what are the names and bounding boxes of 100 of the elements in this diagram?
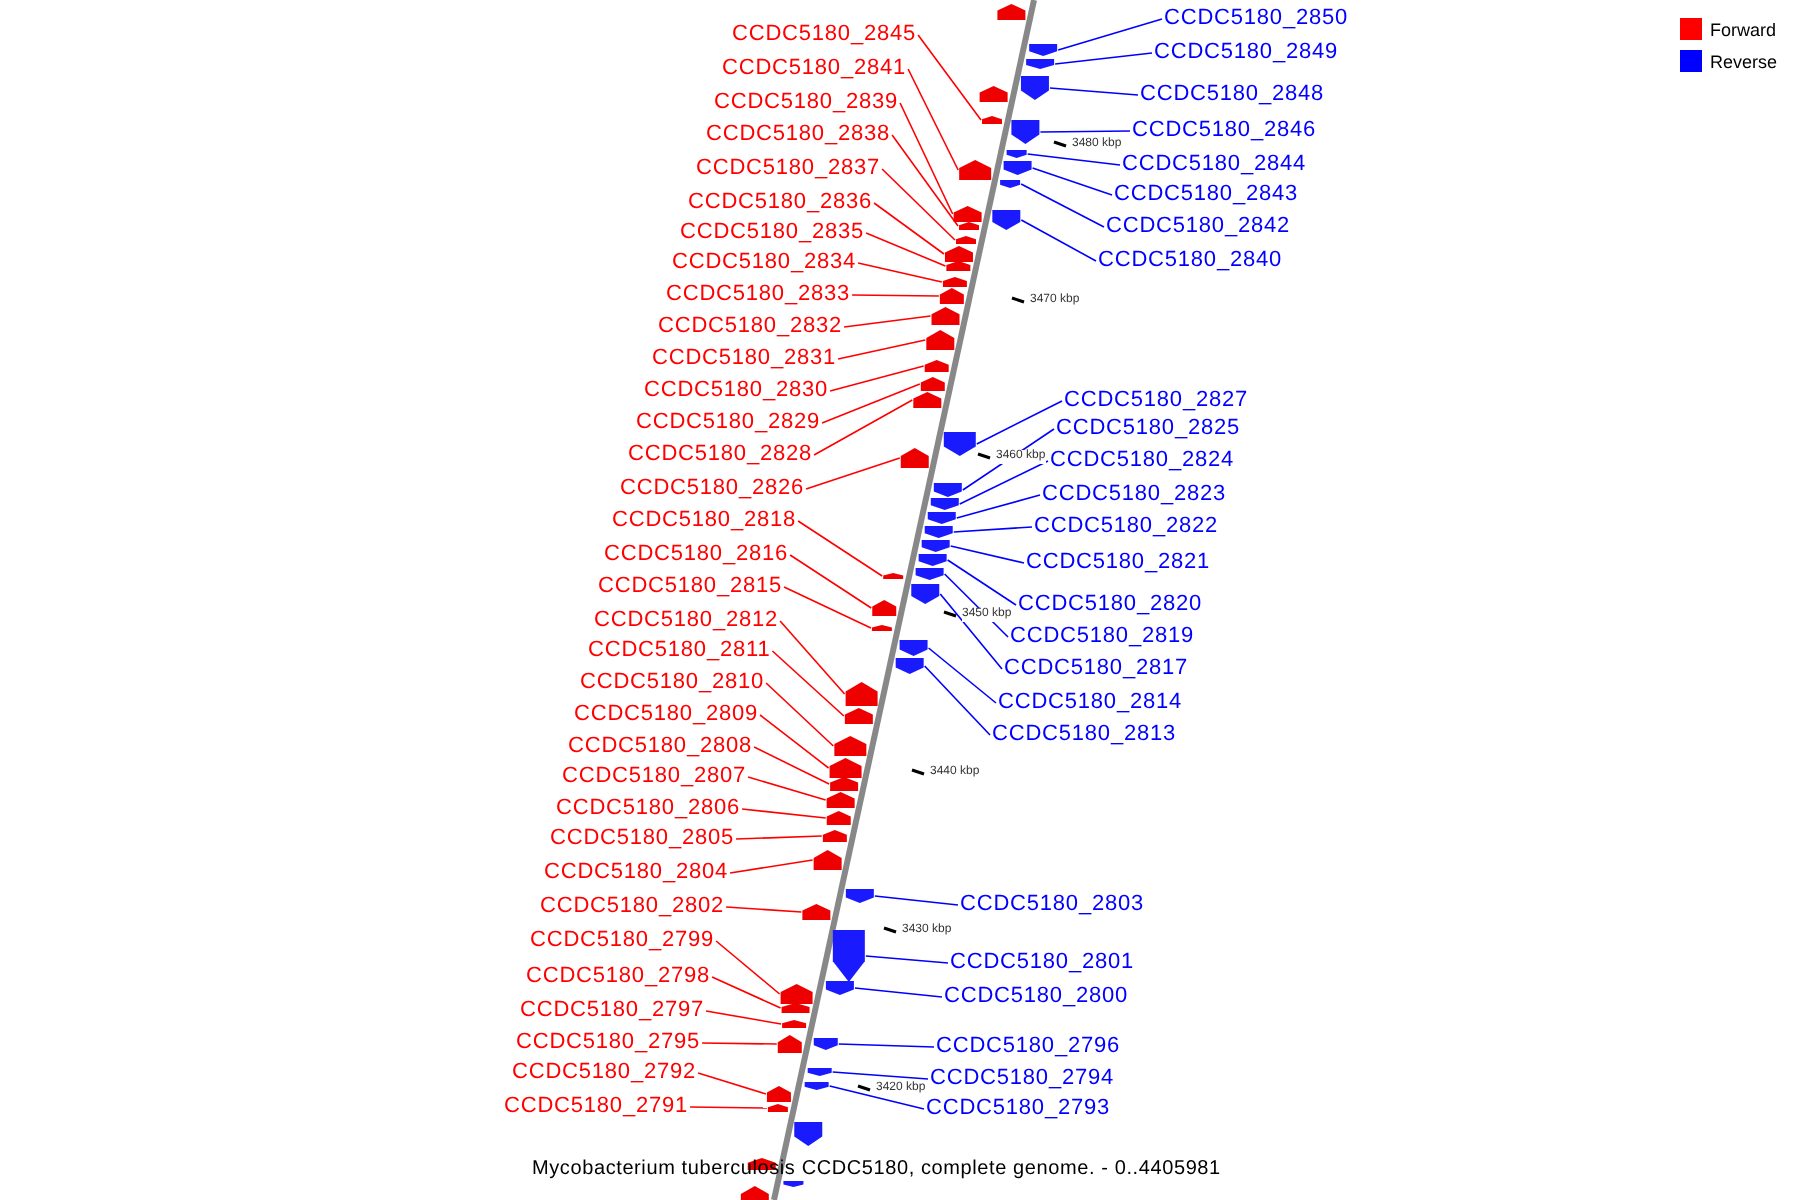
gene-feature bbox=[1029, 44, 1058, 56]
leader-line bbox=[946, 559, 1017, 606]
gene-feature bbox=[740, 1186, 769, 1200]
gene-feature bbox=[942, 277, 967, 287]
gene-feature bbox=[871, 625, 892, 631]
caption: Mycobacterium tuberculosis CCDC5180, complete genome. - 0..4405981 bbox=[532, 1158, 1221, 1180]
gene-label: CCDC5180_2797 bbox=[520, 998, 705, 1024]
gene-label: CCDC5180_2805 bbox=[550, 826, 735, 852]
leader-line bbox=[797, 520, 883, 577]
leader-line bbox=[837, 1043, 935, 1048]
gene-label: CCDC5180_2843 bbox=[1114, 182, 1299, 208]
leader-line bbox=[1026, 153, 1121, 166]
gene-label: CCDC5180_2834 bbox=[672, 250, 857, 276]
leader-line bbox=[923, 665, 991, 736]
gene-label: CCDC5180_2844 bbox=[1122, 152, 1307, 178]
leader-line bbox=[1031, 167, 1113, 196]
gene-feature bbox=[813, 850, 842, 870]
leader-line bbox=[828, 1085, 925, 1110]
leader-line bbox=[899, 102, 954, 215]
gene-label: CCDC5180_2845 bbox=[732, 22, 917, 48]
leader-line bbox=[705, 1010, 782, 1025]
gene-label: CCDC5180_2836 bbox=[688, 190, 873, 216]
gene-feature bbox=[804, 1082, 829, 1090]
leader-line bbox=[854, 987, 943, 998]
gene-feature bbox=[807, 1068, 832, 1076]
gene-label: CCDC5180_2807 bbox=[562, 764, 747, 790]
gene-label: CCDC5180_2796 bbox=[936, 1034, 1121, 1060]
gene-label: CCDC5180_2839 bbox=[714, 90, 899, 116]
leader-line bbox=[917, 34, 982, 121]
leader-line bbox=[881, 168, 956, 241]
gene-feature bbox=[802, 904, 831, 920]
gene-label: CCDC5180_2814 bbox=[998, 690, 1183, 716]
gene-feature bbox=[992, 210, 1021, 230]
gene-label: CCDC5180_2816 bbox=[604, 542, 789, 568]
gene-label: CCDC5180_2835 bbox=[680, 220, 865, 246]
leader-line bbox=[865, 955, 949, 964]
gene-feature bbox=[895, 658, 924, 674]
leader-line bbox=[689, 1106, 768, 1109]
gene-feature bbox=[927, 512, 956, 524]
gene-feature bbox=[915, 568, 944, 580]
gene-label: CCDC5180_2827 bbox=[1064, 388, 1249, 414]
gene-label: CCDC5180_2822 bbox=[1034, 514, 1219, 540]
gene-feature bbox=[830, 777, 859, 791]
gene-feature bbox=[829, 758, 862, 778]
leader-line bbox=[891, 134, 959, 227]
gene-label: CCDC5180_2819 bbox=[1010, 624, 1195, 650]
leader-line bbox=[955, 494, 1041, 519]
gene-label: CCDC5180_2800 bbox=[944, 984, 1129, 1010]
gene-feature bbox=[826, 811, 851, 825]
gene-label: CCDC5180_2815 bbox=[598, 574, 783, 600]
leader-line bbox=[747, 776, 827, 801]
gene-label: CCDC5180_2826 bbox=[620, 476, 805, 502]
gene-feature bbox=[845, 889, 874, 903]
leader-line bbox=[715, 940, 781, 995]
leader-line bbox=[939, 593, 1003, 670]
gene-feature bbox=[844, 708, 873, 724]
gene-label: CCDC5180_2846 bbox=[1132, 118, 1317, 144]
leader-line bbox=[843, 315, 932, 328]
gene-feature bbox=[900, 448, 929, 468]
gene-feature bbox=[930, 498, 959, 510]
leader-line bbox=[765, 682, 835, 747]
gene-feature bbox=[946, 261, 971, 271]
gene-label: CCDC5180_2808 bbox=[568, 734, 753, 760]
gene-feature bbox=[911, 584, 940, 604]
gene-label: CCDC5180_2813 bbox=[992, 722, 1177, 748]
gene-label: CCDC5180_2833 bbox=[666, 282, 851, 308]
gene-label: CCDC5180_2812 bbox=[594, 608, 779, 634]
leader-line bbox=[1057, 18, 1163, 51]
leader-line bbox=[1049, 87, 1139, 96]
leader-line bbox=[821, 383, 921, 424]
gene-feature bbox=[883, 573, 904, 579]
gene-label: CCDC5180_2794 bbox=[930, 1066, 1115, 1092]
leader-line bbox=[874, 895, 959, 906]
leader-line bbox=[725, 906, 803, 913]
gene-feature bbox=[777, 1035, 802, 1053]
gene-feature bbox=[933, 483, 962, 497]
gene-feature bbox=[834, 736, 867, 756]
legend-label: Reverse bbox=[1710, 51, 1778, 71]
gene-label: CCDC5180_2798 bbox=[526, 964, 711, 990]
leader-line bbox=[851, 294, 940, 297]
gene-label: CCDC5180_2809 bbox=[574, 702, 759, 728]
gene-label: CCDC5180_2793 bbox=[926, 1096, 1111, 1122]
leader-line bbox=[927, 647, 997, 704]
leader-line bbox=[729, 859, 814, 874]
leader-line bbox=[865, 232, 947, 267]
gene-label: CCDC5180_2791 bbox=[504, 1094, 689, 1120]
leader-line bbox=[741, 808, 827, 819]
gene-label: CCDC5180_2802 bbox=[540, 894, 725, 920]
leader-line bbox=[1020, 183, 1105, 228]
gene-label: CCDC5180_2795 bbox=[516, 1030, 701, 1056]
gene-label: CCDC5180_2811 bbox=[588, 638, 771, 664]
gene-feature bbox=[918, 554, 947, 566]
gene-feature bbox=[782, 1020, 807, 1028]
gene-label: CCDC5180_2817 bbox=[1004, 656, 1189, 682]
gene-feature bbox=[926, 330, 955, 350]
leader-line bbox=[976, 400, 1063, 445]
gene-label: CCDC5180_2810 bbox=[580, 670, 765, 696]
leader-line bbox=[813, 399, 914, 456]
gene-label: CCDC5180_2829 bbox=[636, 410, 821, 436]
leader-line bbox=[1039, 130, 1131, 133]
